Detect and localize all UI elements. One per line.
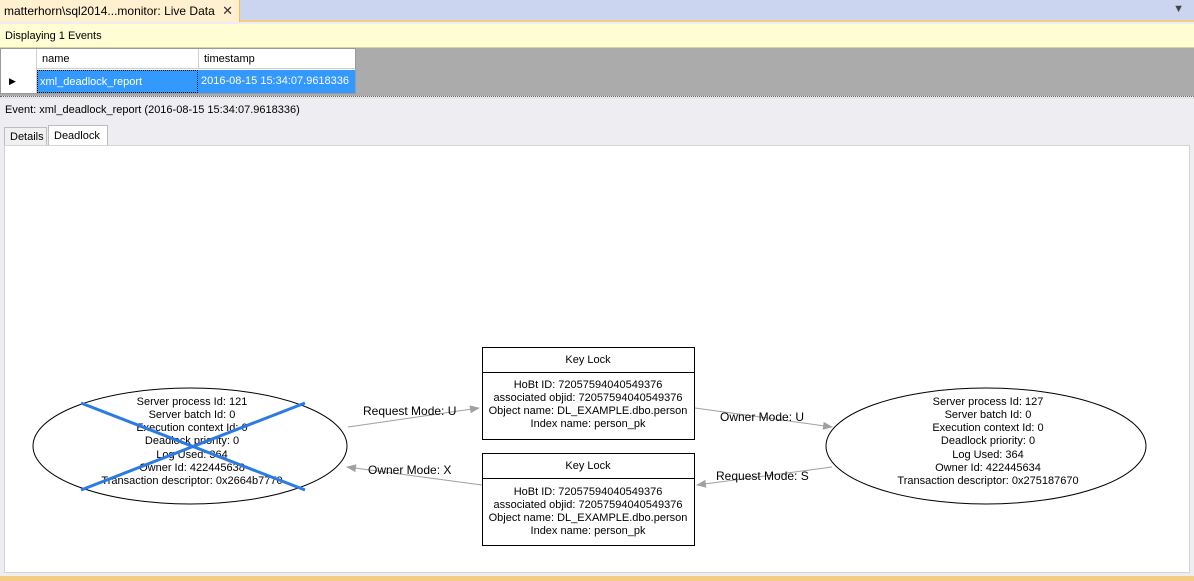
document-tab[interactable]: matterhorn\sql2014...monitor: Live Data …: [0, 0, 240, 22]
key-lock-title: Key Lock: [565, 460, 611, 472]
events-grid-area: name timestamp ▶ xml_deadlock_report 201…: [0, 48, 1194, 96]
pane-splitter[interactable]: [0, 96, 1194, 99]
key-lock-line: Object name: DL_EXAMPLE.dbo.person: [489, 512, 688, 524]
other-process-node[interactable]: Server process Id: 127 Server batch Id: …: [825, 387, 1147, 505]
tab-deadlock[interactable]: Deadlock: [48, 125, 108, 147]
edge-label-victim-request: Request Mode: U: [363, 404, 456, 418]
key-lock-node-top[interactable]: Key Lock HoBt ID: 72057594040549376 asso…: [482, 347, 695, 440]
victim-process-line: Execution context Id: 0: [136, 422, 247, 434]
events-count-text: Displaying 1 Events: [5, 30, 102, 42]
deadlock-graph-panel: Request Mode: U Owner Mode: U Request Mo…: [4, 145, 1190, 573]
victim-process-line: Server batch Id: 0: [149, 409, 236, 421]
key-lock-line: Index name: person_pk: [531, 418, 646, 430]
chevron-down-icon[interactable]: ▼: [1173, 3, 1184, 15]
cell-name[interactable]: xml_deadlock_report: [37, 70, 198, 93]
victim-process-line: Transaction descriptor: 0x2664b7770: [101, 475, 282, 487]
other-process-line: Owner Id: 422445634: [935, 462, 1041, 474]
column-header-timestamp[interactable]: timestamp: [199, 49, 355, 69]
victim-process-line: Server process Id: 121: [137, 396, 248, 408]
close-icon[interactable]: ✕: [222, 3, 233, 18]
other-process-line: Transaction descriptor: 0x275187670: [897, 475, 1078, 487]
cell-timestamp[interactable]: 2016-08-15 15:34:07.9618336: [201, 75, 350, 87]
event-details-label: Event: xml_deadlock_report (2016-08-15 1…: [5, 104, 300, 116]
bottom-status-strip: [0, 576, 1194, 581]
edge-label-top-owner: Owner Mode: U: [720, 410, 804, 424]
document-tab-title: matterhorn\sql2014...monitor: Live Data: [4, 4, 215, 18]
other-process-line: Execution context Id: 0: [932, 422, 1043, 434]
key-lock-line: associated objid: 72057594040549376: [494, 392, 683, 404]
key-lock-line: associated objid: 72057594040549376: [494, 499, 683, 511]
row-selector-column: [1, 49, 37, 93]
edge-label-other-request: Request Mode: S: [716, 469, 809, 483]
document-tab-bar: matterhorn\sql2014...monitor: Live Data …: [0, 0, 1194, 22]
events-status-bar: Displaying 1 Events: [0, 24, 1194, 48]
victim-cross-icon: [80, 401, 306, 492]
key-lock-title: Key Lock: [565, 354, 611, 366]
other-process-line: Server process Id: 127: [933, 396, 1044, 408]
edge-bottom-owner: [346, 464, 483, 486]
row-pointer-icon: ▶: [9, 76, 16, 86]
victim-process-line: Owner Id: 422445638: [139, 462, 245, 474]
table-row[interactable]: xml_deadlock_report 2016-08-15 15:34:07.…: [37, 70, 355, 93]
other-process-line: Deadlock priority: 0: [941, 435, 1035, 447]
edge-other-request: [696, 466, 833, 488]
key-lock-line: Object name: DL_EXAMPLE.dbo.person: [489, 405, 688, 417]
key-lock-line: HoBt ID: 72057594040549376: [514, 486, 663, 498]
events-grid: name timestamp ▶ xml_deadlock_report 201…: [0, 48, 356, 94]
deadlock-graph: Request Mode: U Owner Mode: U Request Mo…: [32, 347, 1147, 546]
column-header-name[interactable]: name: [37, 49, 199, 69]
other-process-line: Server batch Id: 0: [945, 409, 1032, 421]
tab-details[interactable]: Details: [4, 127, 47, 147]
victim-process-node[interactable]: Server process Id: 121 Server batch Id: …: [32, 387, 348, 505]
edge-victim-request: [347, 405, 480, 428]
edge-label-bottom-owner: Owner Mode: X: [368, 463, 451, 477]
key-lock-line: HoBt ID: 72057594040549376: [514, 379, 663, 391]
other-process-line: Log Used: 364: [952, 449, 1024, 461]
edge-top-owner: [694, 407, 833, 430]
key-lock-line: Index name: person_pk: [531, 525, 646, 537]
key-lock-node-bottom[interactable]: Key Lock HoBt ID: 72057594040549376 asso…: [482, 453, 695, 546]
